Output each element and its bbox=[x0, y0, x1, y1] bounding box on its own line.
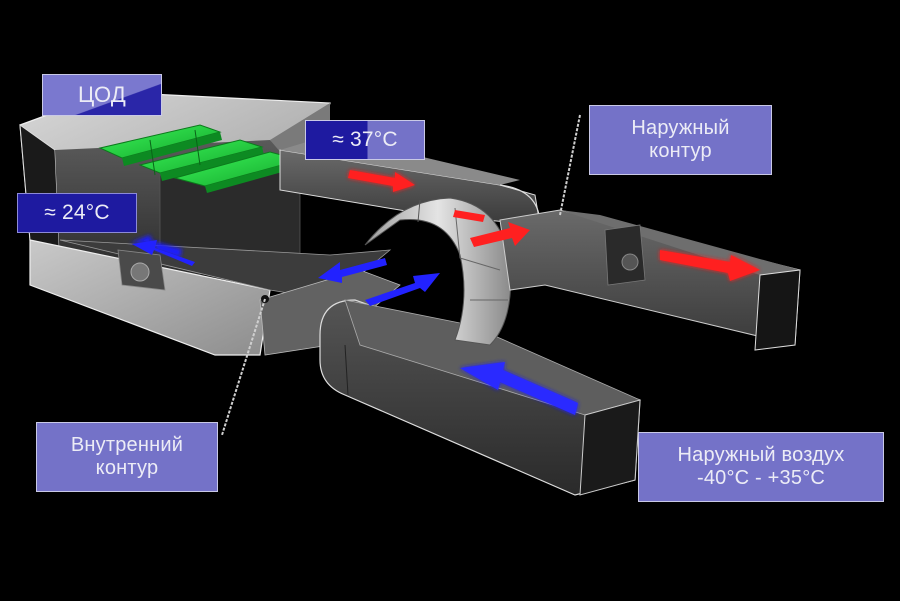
inner-loop-label-line1: Внутренний bbox=[70, 434, 184, 456]
outer-loop-duct bbox=[499, 209, 801, 351]
hot-temperature-label: ≈ 37°C bbox=[305, 120, 425, 160]
hot-arrow-icon bbox=[348, 170, 415, 192]
cold-temperature-label: ≈ 24°C bbox=[17, 193, 137, 233]
outside-air-label: Наружный воздух -40°C - +35°C bbox=[638, 432, 884, 502]
data-center-label: ЦОД bbox=[42, 74, 162, 116]
inner-loop-label-line2: контур bbox=[95, 457, 159, 479]
hot-arrow-icon bbox=[453, 210, 485, 222]
outer-loop-leader-line bbox=[559, 114, 581, 216]
server-racks bbox=[98, 124, 302, 193]
cold-temperature-text: ≈ 24°C bbox=[44, 200, 110, 224]
outside-air-duct bbox=[319, 299, 642, 496]
outer-fan-icon bbox=[621, 253, 639, 271]
cold-flow-arrows bbox=[130, 235, 578, 415]
outer-loop-label-line2: контур bbox=[649, 140, 712, 162]
cold-arrow-icon bbox=[365, 273, 440, 306]
hot-arrow-icon bbox=[660, 250, 760, 281]
cold-arrow-icon bbox=[460, 362, 578, 415]
data-center-label-text: ЦОД bbox=[78, 82, 126, 108]
inner-loop-leader-line bbox=[221, 298, 266, 436]
outer-loop-label-line1: Наружный bbox=[631, 117, 730, 139]
outside-air-label-line1: Наружный воздух bbox=[677, 444, 845, 466]
inner-fan-icon bbox=[130, 262, 150, 282]
cold-arrow-icon bbox=[318, 258, 387, 283]
hot-flow-arrows bbox=[348, 170, 760, 281]
hot-temperature-text: ≈ 37°C bbox=[332, 127, 398, 151]
outer-loop-label: Наружный контур bbox=[589, 105, 772, 175]
rotary-heat-exchanger bbox=[364, 197, 512, 346]
inner-loop-label: Внутренний контур bbox=[36, 422, 218, 492]
hot-arrow-icon bbox=[470, 222, 530, 247]
cold-arrow-icon bbox=[130, 235, 195, 266]
outside-air-label-line2: -40°C - +35°C bbox=[696, 467, 826, 489]
